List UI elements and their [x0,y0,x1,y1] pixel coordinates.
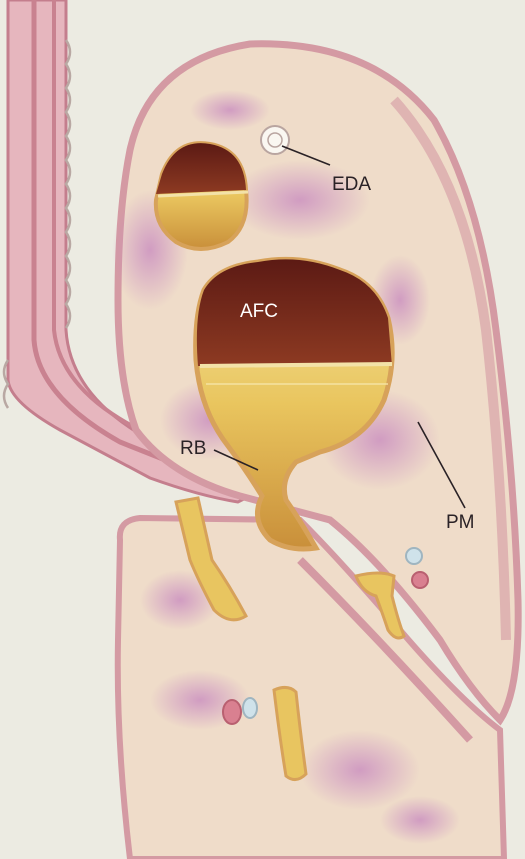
label-rb: RB [180,438,206,459]
eroded-artery [261,126,289,154]
small-abscess-cavity [156,143,248,249]
label-afc: AFC [240,301,278,322]
label-eda: EDA [332,174,371,195]
label-pm: PM [446,512,475,533]
